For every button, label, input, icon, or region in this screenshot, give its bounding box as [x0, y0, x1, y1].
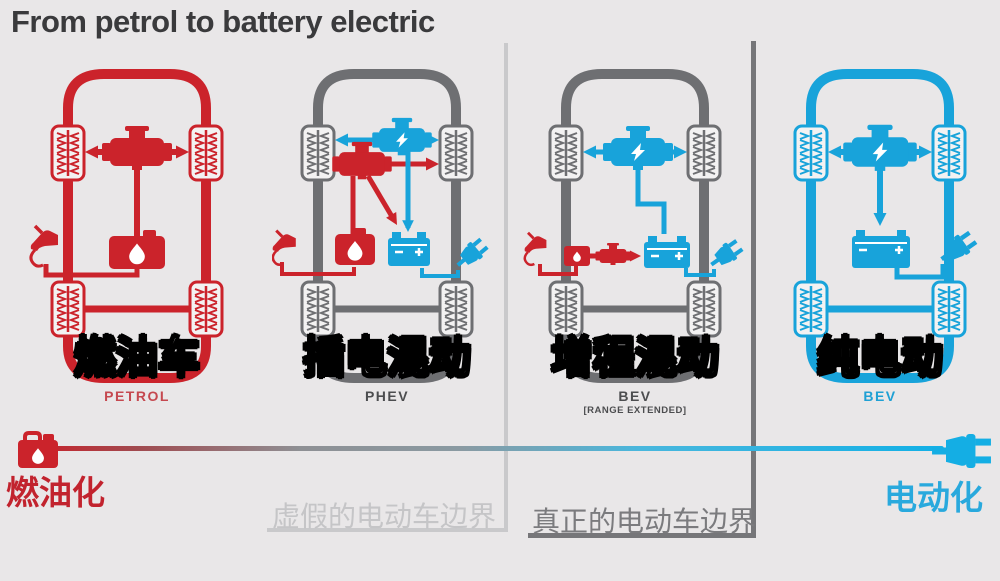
flow-arrow-icon: [85, 145, 98, 159]
fuel-tank-icon: [335, 228, 375, 265]
tire-icon: [438, 124, 474, 182]
flow-arrow-icon: [386, 211, 397, 225]
car-label-en: BEV: [863, 388, 897, 404]
petrol-engine-icon: [332, 141, 392, 180]
flow-arrow-icon: [674, 145, 687, 159]
tire-icon: [188, 124, 224, 182]
petrol-engine-icon: [595, 243, 631, 265]
fuel-canister-icon: [18, 431, 58, 468]
tire-icon: [50, 124, 86, 182]
battery-icon: [388, 232, 430, 266]
flow-arrow-icon: [919, 145, 932, 159]
charge-plug-icon: [932, 433, 991, 469]
tire-icon: [438, 280, 474, 338]
oil-drop-icon: [573, 251, 581, 262]
flow-arrow-icon: [335, 133, 348, 147]
car-diagram-bev: [793, 69, 978, 383]
tire-icon: [686, 124, 722, 182]
flow-arrow-icon: [176, 145, 189, 159]
battery-icon: [644, 236, 690, 268]
flow-arrow-icon: [426, 157, 439, 171]
car-label-en: PETROL: [104, 388, 170, 404]
flow-arrow-icon: [629, 250, 641, 262]
car-body-rear: [63, 327, 211, 383]
fake-boundary-label: 虚假的电动车边界: [272, 501, 497, 532]
car-column-petrol: 燃油车 PETROL: [22, 48, 252, 448]
car-label-zh: 燃油车: [73, 333, 201, 382]
tire-icon: [548, 280, 584, 338]
fake-boundary-underline: [267, 528, 508, 532]
pump-nozzle-icon: [29, 224, 58, 268]
charge-plug-icon: [456, 237, 489, 267]
real-boundary-vertical-line: [751, 41, 756, 535]
petrol-engine-icon: [102, 126, 172, 170]
tire-icon: [548, 124, 584, 182]
car-label-zh: 纯电动: [816, 333, 944, 382]
flow-arrow-icon: [583, 145, 596, 159]
tire-icon: [188, 280, 224, 338]
electric-side-label: 电动化: [884, 479, 983, 516]
oil-drop-icon: [129, 243, 145, 265]
car-label-zh: 插电混动: [302, 333, 472, 382]
car-body-rear: [806, 327, 954, 383]
tire-icon: [686, 280, 722, 338]
electric-motor-icon: [372, 117, 432, 156]
flow-arrow-icon: [873, 213, 887, 226]
car-label-en-sub: [RANGE EXTENDED]: [583, 405, 687, 416]
power-plug-icon: [932, 433, 991, 469]
car-diagram-phev: [272, 69, 489, 383]
car-diagram-range-extended: [523, 69, 744, 383]
car-label-en: PHEV: [364, 388, 410, 404]
car-column-phev: 插电混动 PHEV: [272, 48, 502, 448]
tire-icon: [793, 124, 829, 182]
pump-nozzle-icon: [523, 231, 547, 267]
page-title: From petrol to battery electric: [11, 4, 435, 39]
car-label-en: BEV: [618, 388, 652, 404]
tire-icon: [793, 280, 829, 338]
tire-icon: [931, 124, 967, 182]
flow-arrow-icon: [402, 220, 414, 232]
charge-plug-icon: [940, 230, 978, 262]
fuel-side-label: 燃油化: [6, 474, 105, 511]
lightning-bolt-icon: [631, 143, 645, 161]
real-boundary-underline: [528, 533, 756, 538]
tire-icon: [50, 280, 86, 338]
car-body-rear: [313, 327, 461, 383]
range-extender-fuel-tank-icon: [564, 246, 590, 266]
battery-icon: [852, 230, 910, 268]
tire-icon: [931, 280, 967, 338]
car-column-bev: 纯电动 BEV: [765, 48, 995, 448]
oil-drop-icon: [32, 448, 44, 464]
lightning-bolt-icon: [872, 142, 888, 162]
car-column-erev: 增程混动 BEV [RANGE EXTENDED]: [520, 48, 750, 448]
car-body-front: [561, 69, 709, 137]
car-body-front: [806, 69, 954, 137]
fuel-to-electric-axis: [50, 446, 944, 451]
tire-icon: [300, 280, 336, 338]
car-diagram-petrol: [29, 69, 224, 383]
car-body-rear: [561, 327, 709, 383]
car-body-front: [313, 69, 461, 137]
flow-arrow-icon: [828, 145, 841, 159]
car-body-front: [63, 69, 211, 137]
pump-nozzle-icon: [272, 229, 296, 266]
charge-plug-icon: [710, 239, 744, 267]
fake-boundary-vertical-line: [504, 43, 508, 529]
electric-motor-icon: [843, 124, 917, 171]
fuel-tank-icon: [109, 230, 165, 269]
tire-icon: [300, 124, 336, 182]
electric-motor-icon: [603, 126, 673, 170]
real-boundary-label: 真正的电动车边界: [532, 506, 757, 537]
oil-drop-icon: [347, 241, 363, 261]
lightning-bolt-icon: [396, 132, 408, 148]
car-label-zh: 增程混动: [550, 333, 720, 382]
